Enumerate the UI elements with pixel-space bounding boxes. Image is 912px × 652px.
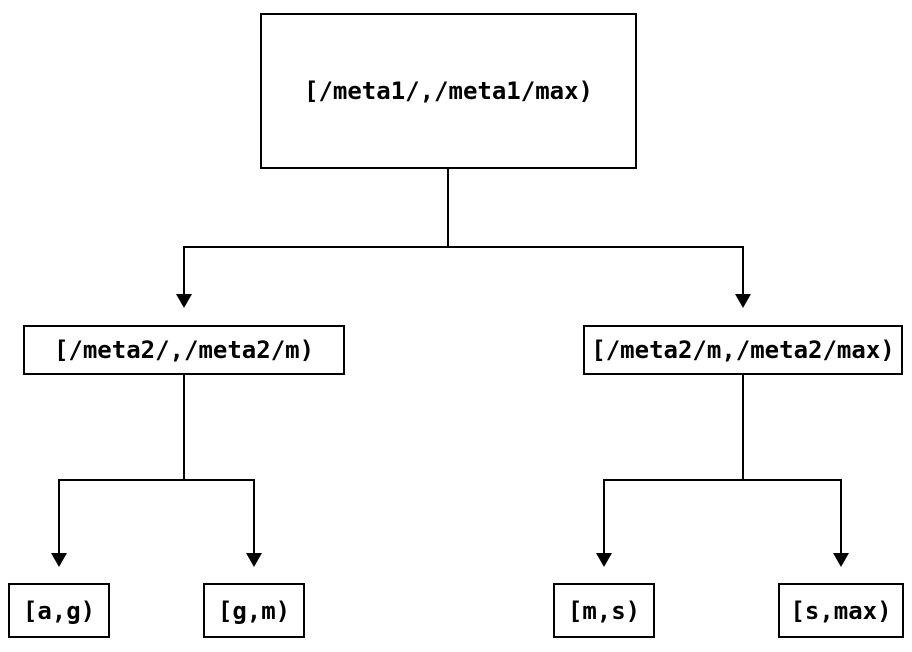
node-meta2-right: [/meta2/m,/meta2/max) [583, 325, 903, 375]
edge-root-to-right-drop [742, 246, 744, 296]
edge-right-node-stem [742, 375, 744, 481]
leaf-node-a-g: [a,g) [8, 583, 110, 638]
edge-left-node-stem [183, 375, 185, 481]
edge-root-to-left-drop [183, 246, 185, 296]
node-meta2-left: [/meta2/,/meta2/m) [23, 325, 345, 375]
arrow-down-icon [735, 294, 751, 308]
edge-left-horizontal-bar [58, 479, 255, 481]
arrow-down-icon [246, 553, 262, 567]
leaf-node-m-s: [m,s) [553, 583, 655, 638]
arrow-down-icon [176, 294, 192, 308]
edge-left-to-leaf-gm-drop [253, 479, 255, 555]
arrow-down-icon [596, 553, 612, 567]
node-root: [/meta1/,/meta1/max) [260, 13, 637, 169]
leaf-node-s-max: [s,max) [778, 583, 904, 638]
arrow-down-icon [51, 553, 67, 567]
edge-left-to-leaf-ag-drop [58, 479, 60, 555]
edge-right-horizontal-bar [603, 479, 842, 481]
edge-right-to-leaf-ms-drop [603, 479, 605, 555]
edge-right-to-leaf-smax-drop [840, 479, 842, 555]
edge-root-stem [447, 169, 449, 248]
leaf-node-g-m: [g,m) [203, 583, 305, 638]
arrow-down-icon [833, 553, 849, 567]
edge-level1-horizontal-bar [183, 246, 744, 248]
